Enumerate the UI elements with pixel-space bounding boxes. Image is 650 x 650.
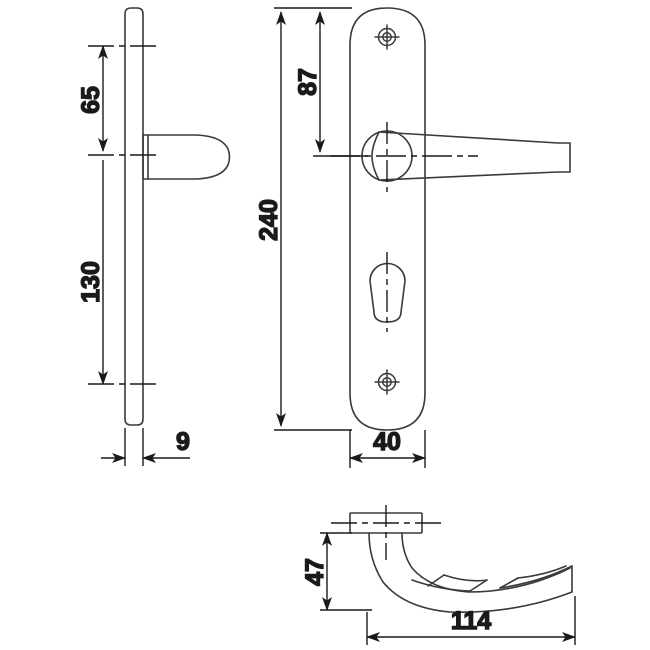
dimension-114	[366, 596, 576, 645]
dimension-130	[88, 160, 160, 385]
dimension-87-label: 87	[294, 68, 322, 96]
screw-hole-bottom	[374, 369, 400, 395]
dimension-240-label: 240	[255, 199, 283, 241]
screw-hole-top	[374, 24, 400, 50]
front-view-extension-lines	[274, 7, 478, 431]
dimension-130-label: 130	[77, 261, 105, 303]
dimension-65-label: 65	[77, 86, 105, 114]
front-view-plate-outline	[349, 7, 426, 431]
dimension-40-label: 40	[373, 428, 401, 456]
bottom-view-lever-profile	[368, 532, 573, 613]
bottom-view-centre-lines	[331, 505, 441, 560]
dimension-65	[88, 45, 160, 156]
dimension-47-label: 47	[301, 558, 329, 586]
dimension-114-label: 114	[451, 607, 491, 635]
dimension-9	[101, 428, 190, 466]
side-view-lever-stub	[142, 134, 231, 180]
dimension-47	[320, 532, 372, 611]
dimension-9-label: 9	[176, 428, 190, 456]
keyhole	[369, 262, 406, 323]
side-view-plate-outline	[124, 7, 144, 426]
front-view-lever-arm	[371, 131, 571, 181]
dimension-40	[349, 430, 426, 468]
